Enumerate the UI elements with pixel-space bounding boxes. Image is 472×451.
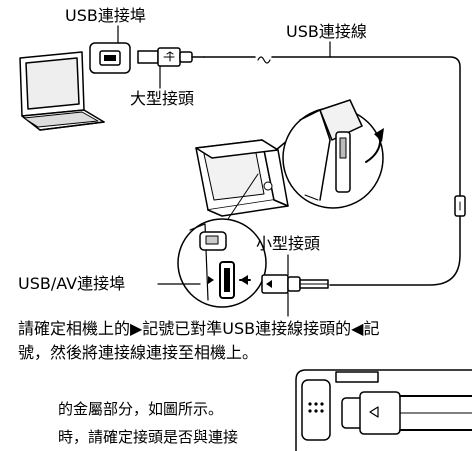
body-text-line-2: 時，請確定接頭是否與連接 (58, 428, 239, 446)
label-usb-port: USB連接埠 (65, 6, 146, 25)
small-usb-connector (261, 254, 329, 294)
label-usb-av-port: USB/AV連接埠 (18, 274, 126, 293)
camera-illustration (195, 129, 301, 217)
instruction-caption-line-2: 號，然後將連接線連接至相機上。 (18, 343, 259, 362)
label-small-connector: 小型接頭 (256, 234, 321, 253)
usb-cable (203, 41, 466, 286)
body-text-line-1: 的金屬部分，如圖所示。 (58, 400, 224, 418)
connector-closeup-illustration (295, 369, 472, 451)
camera-port-detail (177, 173, 267, 308)
label-large-connector: 大型接頭 (130, 89, 195, 108)
label-usb-cable: USB連接線 (286, 22, 367, 41)
laptop-illustration (19, 51, 105, 131)
leader-lines (117, 25, 289, 317)
usb-port-box (89, 42, 131, 74)
large-usb-connector (137, 47, 205, 89)
instruction-caption-line-1: 請確定相機上的▶記號已對準USB連接線接頭的◀記 (18, 319, 380, 338)
camera-door-detail (282, 99, 384, 209)
